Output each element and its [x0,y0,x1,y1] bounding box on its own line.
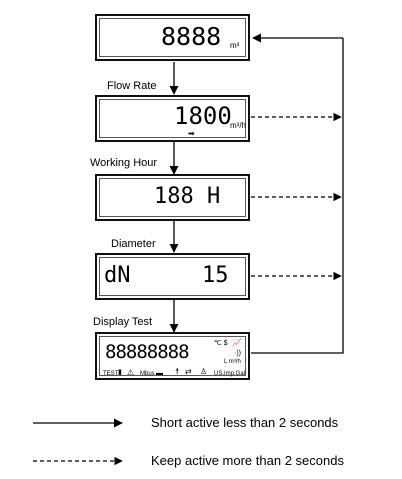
screen-label-diameter: Diameter [111,238,156,250]
chart-icon: 📈 [232,338,242,347]
screen-label-working-hour: Working Hour [90,157,158,169]
return-loop-line [251,38,344,354]
battery-icon: ▮ [118,369,122,376]
lcd-screen-total: 8888 m³ [95,14,250,61]
display-value: 88888888 [105,341,190,363]
signal-icon: ·)) [234,350,241,357]
swap-arrows-icon: ⇄ [185,367,192,376]
lcd-inner-frame [99,257,246,296]
person-icon: ☨ [175,367,180,376]
mbus-label: Mbus [140,371,155,377]
temperature-currency-icons: ℃ $ [214,340,228,347]
display-value: 1800 [174,102,232,130]
lcd-screen-display-test: 88888888 ℃ $ 📈 ·)) L m³/h TEST ▮ ⚠ Mbus … [95,332,250,380]
unit-label: m³/h [230,121,246,130]
unit-label: L m³/h [224,359,241,365]
screen-label-flow-rate: Flow Rate [107,80,157,92]
lcd-inner-frame [99,336,246,376]
test-label: TEST [103,371,119,377]
screen-label-display-test: Display Test [93,316,153,328]
valve-icon: ♙ [200,367,208,376]
lcd-screen-working-hour: 188 H [95,174,250,221]
display-value: 8888 [161,22,222,51]
flow-direction-icon: ➡ [188,129,195,138]
lcd-screen-flow-rate: 1800 ➡ m³/h [95,95,250,142]
lcd-inner-frame [99,99,246,138]
display-value-right: 15 [202,263,229,288]
bar-icon: ▬ [156,370,163,377]
warning-icon: ⚠ [127,368,135,377]
units-label: US.Imp.Gal [214,371,246,377]
lcd-inner-frame [99,178,246,217]
legend-solid-text: Short active less than 2 seconds [151,415,339,430]
unit-label: m³ [230,41,240,50]
display-value: 188 H [154,184,221,209]
legend-dashed-text: Keep active more than 2 seconds [151,453,344,468]
lcd-inner-frame [99,18,246,57]
display-value-left: dN [104,263,131,288]
lcd-screen-diameter: dN 15 [95,253,250,300]
